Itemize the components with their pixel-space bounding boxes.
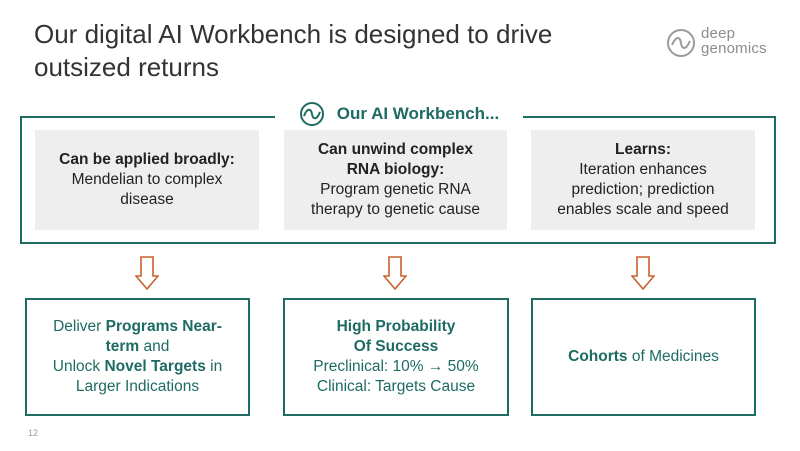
outcome-line: Larger Indications [75,378,200,395]
capability-text: Iteration enhances [579,161,707,178]
capability-text: disease [120,191,174,208]
workbench-logo-icon [299,102,324,126]
workbench-heading-label: Our AI Workbench... [336,104,500,123]
capability-text: Mendelian to complex [71,171,223,188]
capability-title: RNA biology: [346,161,445,178]
capability-rna-biology: Can unwind complex RNA biology: Program … [284,130,507,230]
down-arrow-icon [383,256,407,290]
workbench-heading: Our AI Workbench... [275,99,523,129]
capability-applied-broadly: Can be applied broadly: Mendelian to com… [35,130,259,230]
deep-genomics-logo-icon [667,29,695,57]
logo-text: deep genomics [701,26,767,56]
capability-text: Program genetic RNA [320,181,471,198]
outcome-line: Clinical: Targets Cause [316,378,476,395]
logo-line-genomics: genomics [701,40,767,57]
down-arrow-icon [135,256,159,290]
capability-title: Can be applied broadly: [59,151,235,168]
capability-text: enables scale and speed [557,201,729,218]
capability-title: Can unwind complex [317,141,473,158]
outcome-cohorts: Cohorts of Medicines [531,298,756,416]
capability-text: prediction; prediction [571,181,715,198]
outcome-line: term and [105,338,170,355]
outcome-probability-of-success: High Probability Of Success Preclinical:… [283,298,509,416]
capability-title: Learns: [615,141,671,158]
outcome-programs-targets: Deliver Programs Near- term and Unlock N… [25,298,250,416]
outcome-line: Cohorts of Medicines [568,348,719,365]
outcome-title: Of Success [353,338,439,355]
page-number: 12 [28,428,39,438]
logo-line-deep: deep [701,25,736,42]
outcome-title: High Probability [336,318,456,335]
capability-learns: Learns: Iteration enhances prediction; p… [531,130,755,230]
capability-text: therapy to genetic cause [311,201,480,218]
deep-genomics-logo: deep genomics [666,26,786,60]
outcome-line: Unlock Novel Targets in [52,358,223,375]
outcome-line: Deliver Programs Near- [53,318,222,335]
down-arrow-icon [631,256,655,290]
slide-title: Our digital AI Workbench is designed to … [34,19,553,82]
outcome-line: Preclinical: 10% → 50% [313,358,479,375]
